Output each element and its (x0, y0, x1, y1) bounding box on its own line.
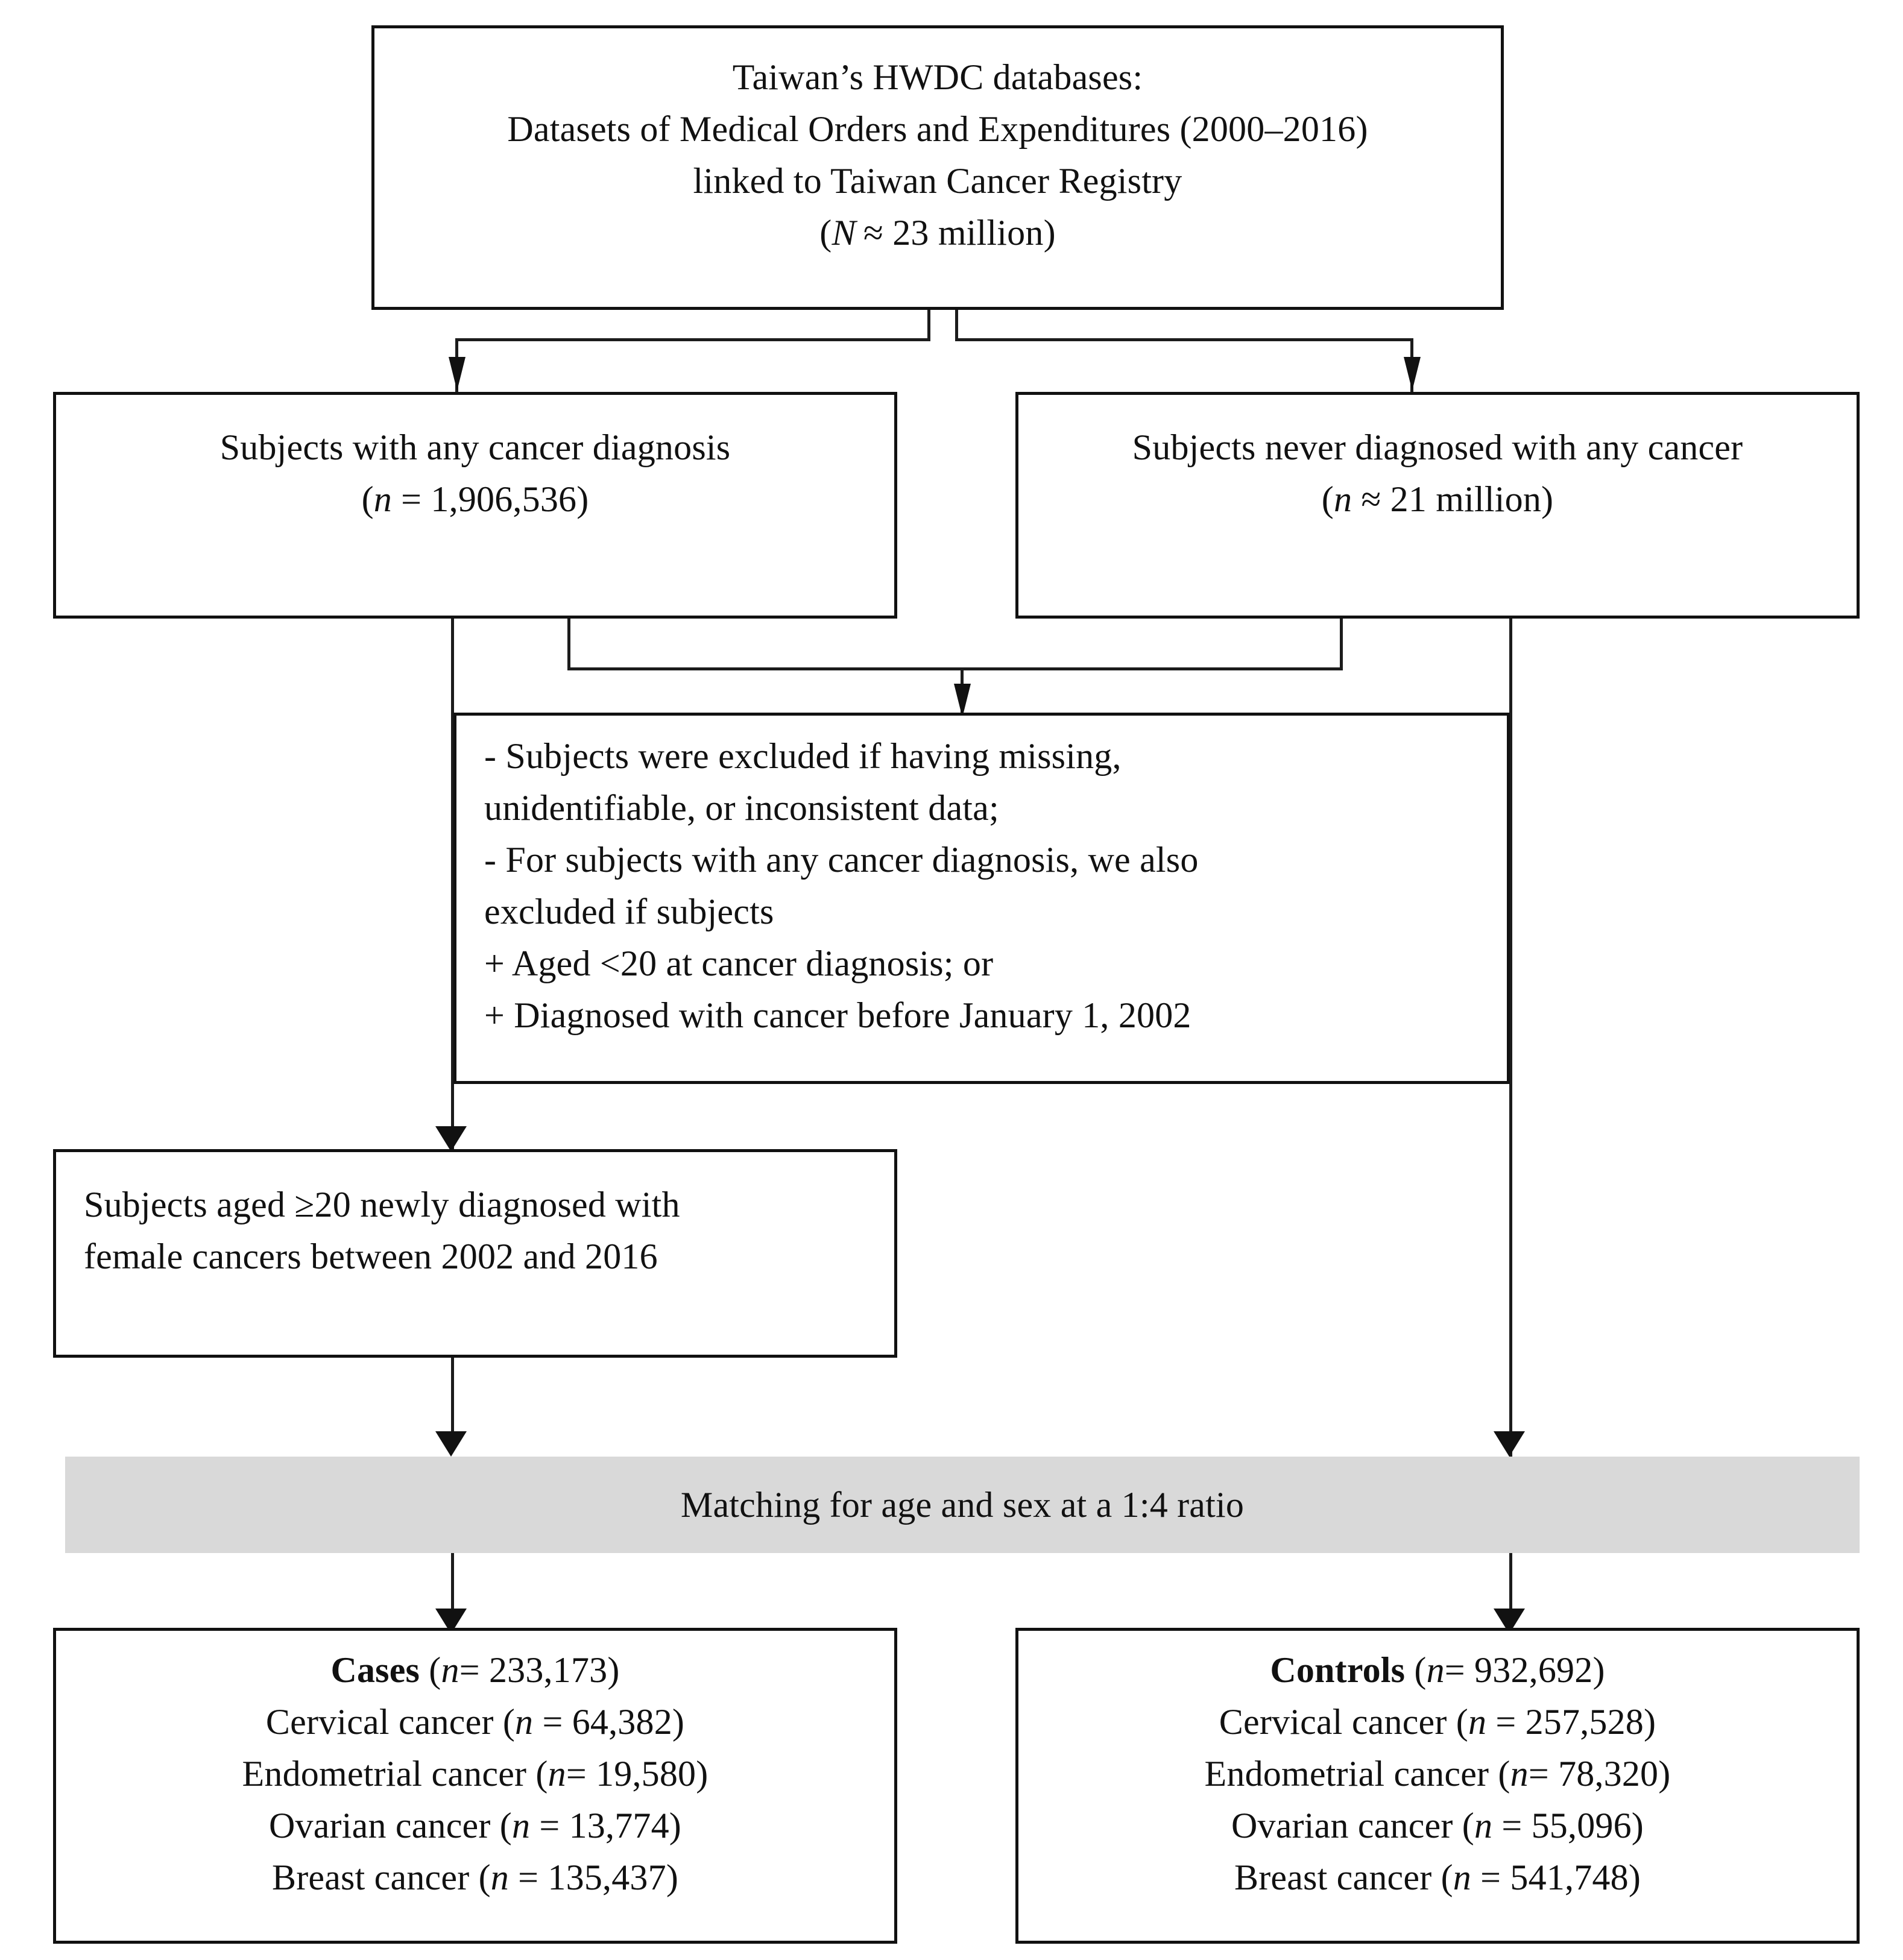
cases-row-cervical: Cervical cancer (n = 64,382) (265, 1702, 685, 1742)
arrow-source-to-right-box (1404, 357, 1421, 391)
eligible-line-2: female cancers between 2002 and 2016 (84, 1237, 658, 1276)
controls-heading-n: 932,692 (1474, 1650, 1593, 1690)
exclusion-line-4: excluded if subjects (484, 892, 774, 931)
exclusion-line-3: - For subjects with any cancer diagnosis… (484, 840, 1199, 880)
controls-heading-label: Controls (1270, 1650, 1406, 1690)
connector-merge-left-drop (567, 619, 570, 670)
exclusion-line-1: - Subjects were excluded if having missi… (484, 736, 1122, 776)
connector-left-spine (451, 619, 454, 1149)
source-line-2: Datasets of Medical Orders and Expenditu… (507, 109, 1368, 149)
cases-row-breast: Breast cancer (n = 135,437) (271, 1858, 679, 1897)
cases-row-breast-label: Breast cancer (271, 1858, 470, 1897)
source-database-box: Taiwan’s HWDC databases: Datasets of Med… (371, 25, 1504, 310)
cases-row-endometrial-n: 19,580 (596, 1754, 696, 1794)
exclusion-criteria-box: - Subjects were excluded if having missi… (453, 713, 1510, 1084)
connector-band-to-cases (451, 1553, 454, 1628)
connector-right-spine (1509, 619, 1512, 1457)
subjects-with-cancer-box: Subjects with any cancer diagnosis (n = … (53, 392, 897, 619)
cases-row-ovarian: Ovarian cancer (n = 13,774) (269, 1806, 681, 1845)
no-cancer-group-line-2: (n ≈ 21 million) (1321, 479, 1554, 519)
source-line-1: Taiwan’s HWDC databases: (732, 57, 1143, 97)
controls-row-ovarian-label: Ovarian cancer (1231, 1806, 1453, 1845)
cases-row-endometrial: Endometrial cancer (n= 19,580) (242, 1754, 708, 1794)
cases-heading: Cases (n= 233,173) (330, 1650, 620, 1690)
source-line-4: (N ≈ 23 million) (819, 213, 1056, 253)
controls-row-cervical-label: Cervical cancer (1219, 1702, 1447, 1742)
controls-row-breast-label: Breast cancer (1234, 1858, 1432, 1897)
source-line-3: linked to Taiwan Cancer Registry (693, 161, 1182, 201)
controls-row-breast: Breast cancer (n = 541,748) (1234, 1858, 1641, 1897)
cases-heading-label: Cases (330, 1650, 420, 1690)
cases-row-ovarian-n: 13,774 (569, 1806, 669, 1845)
cases-row-cervical-n: 64,382 (572, 1702, 672, 1742)
arrow-eligible-to-band (435, 1431, 467, 1457)
controls-row-ovarian: Ovarian cancer (n = 55,096) (1231, 1806, 1644, 1845)
cases-row-cervical-label: Cervical cancer (265, 1702, 494, 1742)
controls-row-ovarian-n: 55,096 (1531, 1806, 1632, 1845)
cancer-group-line-2: (n = 1,906,536) (361, 479, 589, 519)
cases-heading-n: 233,173 (488, 1650, 608, 1690)
arrow-to-eligible-box (435, 1126, 467, 1152)
controls-row-endometrial-n: 78,320 (1558, 1754, 1659, 1794)
eligible-subjects-box: Subjects aged ≥20 newly diagnosed with f… (53, 1149, 897, 1358)
matching-band-label: Matching for age and sex at a 1:4 ratio (680, 1485, 1245, 1525)
cancer-group-n: 1,906,536 (431, 479, 577, 519)
matching-band: Matching for age and sex at a 1:4 ratio (65, 1457, 1860, 1553)
arrow-right-spine-to-band (1494, 1431, 1525, 1457)
controls-row-endometrial-label: Endometrial cancer (1204, 1754, 1489, 1794)
controls-row-endometrial: Endometrial cancer (n= 78,320) (1204, 1754, 1671, 1794)
cases-row-breast-n: 135,437 (548, 1858, 666, 1897)
connector-source-right-stem (955, 310, 958, 340)
arrow-source-to-left-box (449, 357, 465, 391)
connector-source-split-right (955, 338, 1413, 341)
controls-heading: Controls (n= 932,692) (1270, 1650, 1605, 1690)
exclusion-line-2: unidentifiable, or inconsistent data; (484, 788, 999, 828)
exclusion-line-6: + Diagnosed with cancer before January 1… (484, 995, 1191, 1035)
controls-row-cervical-n: 257,528 (1525, 1702, 1644, 1742)
arrow-merge-to-exclusion (954, 684, 971, 717)
eligible-line-1: Subjects aged ≥20 newly diagnosed with (84, 1185, 680, 1224)
subjects-never-cancer-box: Subjects never diagnosed with any cancer… (1015, 392, 1860, 619)
cases-row-ovarian-label: Ovarian cancer (269, 1806, 491, 1845)
controls-box: Controls (n= 932,692) Cervical cancer (n… (1015, 1628, 1860, 1944)
connector-source-split-left (455, 338, 930, 341)
connector-eligible-to-band (451, 1358, 454, 1448)
no-cancer-group-line-1: Subjects never diagnosed with any cancer (1132, 427, 1743, 467)
connector-merge-bar (567, 667, 1343, 670)
controls-row-breast-n: 541,748 (1510, 1858, 1629, 1897)
connector-merge-right-drop (1340, 619, 1343, 670)
cancer-group-line-1: Subjects with any cancer diagnosis (219, 427, 731, 467)
cases-row-endometrial-label: Endometrial cancer (242, 1754, 527, 1794)
connector-source-left-stem (927, 310, 930, 340)
cases-box: Cases (n= 233,173) Cervical cancer (n = … (53, 1628, 897, 1944)
connector-band-to-controls (1509, 1553, 1512, 1628)
controls-row-cervical: Cervical cancer (n = 257,528) (1219, 1702, 1656, 1742)
exclusion-line-5: + Aged <20 at cancer diagnosis; or (484, 944, 994, 983)
